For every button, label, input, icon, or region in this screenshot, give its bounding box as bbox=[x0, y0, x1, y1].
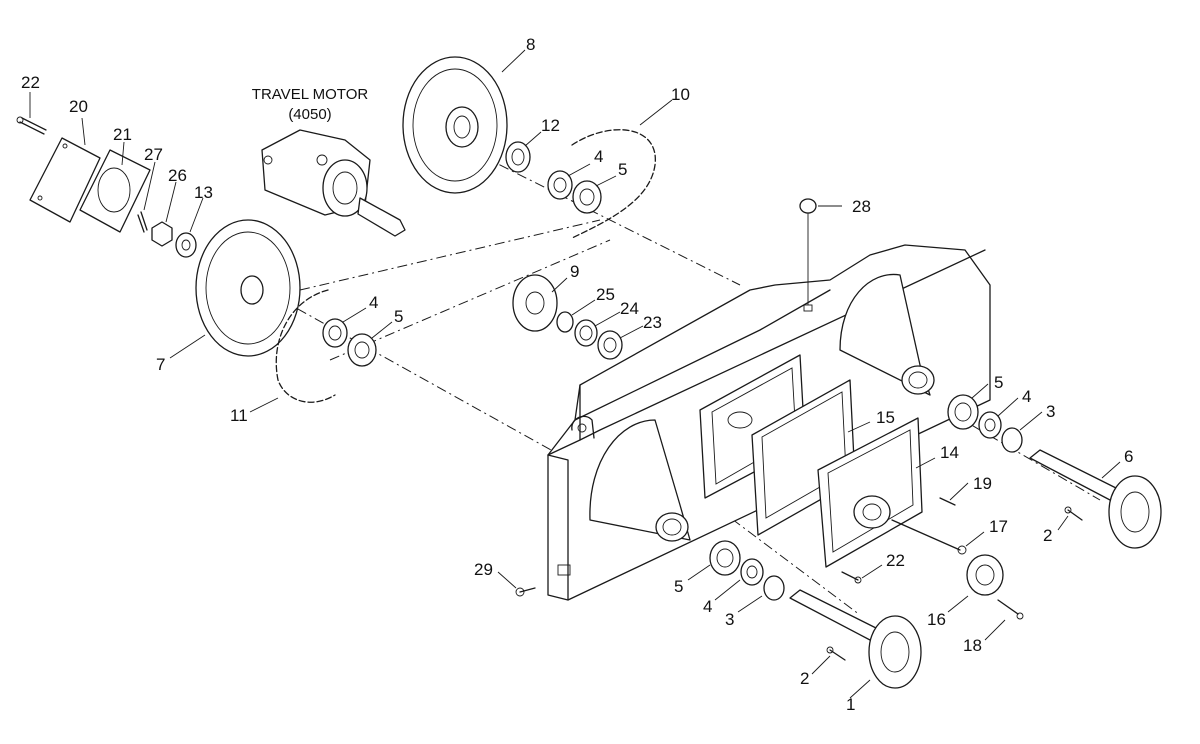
callout-3-right: 3 bbox=[1046, 402, 1055, 421]
motor-code: (4050) bbox=[288, 106, 331, 123]
bolt-22-bottom bbox=[841, 571, 862, 584]
travel-motor bbox=[261, 129, 406, 237]
callout-13: 13 bbox=[194, 183, 213, 202]
axle-6 bbox=[1029, 449, 1162, 549]
callout-27: 27 bbox=[144, 145, 163, 164]
leader-lines bbox=[29, 49, 1121, 699]
nut-26 bbox=[151, 221, 173, 247]
pin-27 bbox=[137, 211, 148, 233]
callout-4-left: 4 bbox=[369, 293, 378, 312]
spacer-12 bbox=[505, 141, 531, 173]
callout-4-bottom: 4 bbox=[703, 597, 712, 616]
sprocket-9 bbox=[512, 274, 558, 332]
callout-2-right: 2 bbox=[1043, 526, 1052, 545]
cover-plate-14 bbox=[817, 417, 923, 568]
callout-1: 1 bbox=[846, 695, 855, 714]
callout-2-bottom: 2 bbox=[800, 669, 809, 688]
callout-4-right: 4 bbox=[1022, 387, 1031, 406]
bolt-18 bbox=[997, 599, 1024, 620]
callout-5-right: 5 bbox=[994, 373, 1003, 392]
bearing-4-top bbox=[547, 170, 573, 200]
callout-15: 15 bbox=[876, 408, 895, 427]
pin-19 bbox=[939, 497, 956, 506]
axle-1 bbox=[789, 589, 922, 689]
bearing-23 bbox=[597, 330, 623, 360]
bolt-17 bbox=[891, 519, 967, 555]
ring-25 bbox=[556, 311, 574, 333]
callout-5-left: 5 bbox=[394, 307, 403, 326]
callout-7: 7 bbox=[156, 355, 165, 374]
callout-5-bottom: 5 bbox=[674, 577, 683, 596]
hub-16 bbox=[966, 554, 1004, 596]
callout-26: 26 bbox=[168, 166, 187, 185]
bolt-22-top bbox=[16, 116, 47, 135]
callout-20: 20 bbox=[69, 97, 88, 116]
plate-20 bbox=[29, 137, 101, 223]
bearing-4-left bbox=[322, 318, 348, 348]
callout-12: 12 bbox=[541, 116, 560, 135]
ring-3-bottom bbox=[763, 575, 785, 601]
callout-21: 21 bbox=[113, 125, 132, 144]
callout-18: 18 bbox=[963, 636, 982, 655]
callout-16: 16 bbox=[927, 610, 946, 629]
plug-29 bbox=[515, 587, 536, 597]
washer-13 bbox=[175, 232, 197, 258]
callout-14: 14 bbox=[940, 443, 959, 462]
seal-5-left bbox=[347, 333, 377, 367]
callout-25: 25 bbox=[596, 285, 615, 304]
motor-title: TRAVEL MOTOR bbox=[252, 86, 369, 103]
callout-28: 28 bbox=[852, 197, 871, 216]
callout-19: 19 bbox=[973, 474, 992, 493]
callout-22-top: 22 bbox=[21, 73, 40, 92]
seal-5-top bbox=[572, 180, 602, 214]
callout-11: 11 bbox=[230, 406, 248, 425]
sprocket-8 bbox=[402, 56, 508, 194]
callout-9: 9 bbox=[570, 262, 579, 281]
seal-5-right bbox=[947, 394, 979, 430]
callout-23: 23 bbox=[643, 313, 662, 332]
callout-24: 24 bbox=[620, 299, 639, 318]
breather-28 bbox=[799, 198, 817, 312]
callout-17: 17 bbox=[989, 517, 1008, 536]
sprocket-7 bbox=[195, 219, 301, 357]
callout-29: 29 bbox=[474, 560, 493, 579]
plate-21 bbox=[79, 149, 151, 233]
callout-8: 8 bbox=[526, 35, 535, 54]
bolt-2-bottom bbox=[826, 646, 846, 661]
ring-24 bbox=[574, 319, 598, 347]
callout-3-bottom: 3 bbox=[725, 610, 734, 629]
bearing-4-bottom bbox=[740, 558, 764, 586]
ring-3-right bbox=[1001, 427, 1023, 453]
callout-22-bottom: 22 bbox=[886, 551, 905, 570]
bearing-4-right bbox=[978, 411, 1002, 439]
callout-4-top: 4 bbox=[594, 147, 603, 166]
callout-6: 6 bbox=[1124, 447, 1133, 466]
callout-5-top: 5 bbox=[618, 160, 627, 179]
callout-10: 10 bbox=[671, 85, 690, 104]
bolt-2-right bbox=[1064, 506, 1083, 521]
seal-5-bottom bbox=[709, 540, 741, 576]
chains bbox=[275, 129, 656, 403]
